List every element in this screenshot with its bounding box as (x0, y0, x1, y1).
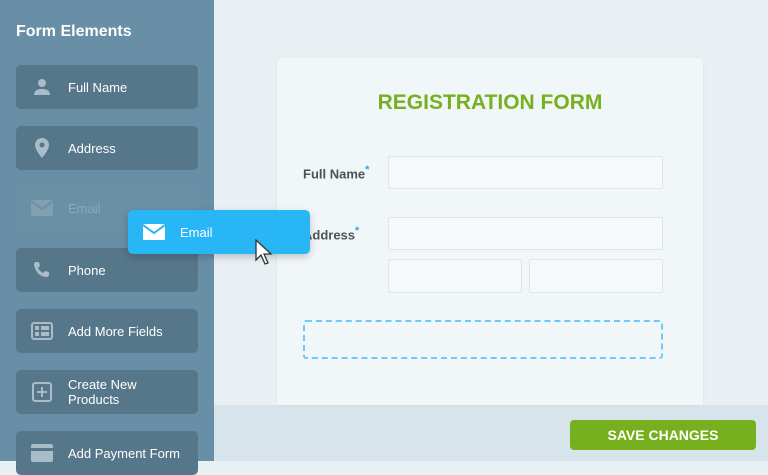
fields-icon (16, 322, 68, 340)
sidebar-item-label: Create New Products (68, 377, 137, 407)
dragged-email-element[interactable]: Email (128, 210, 310, 254)
sidebar-item-add-payment-form[interactable]: Add Payment Form (16, 431, 198, 475)
address-line-input[interactable] (388, 217, 663, 250)
form-canvas: REGISTRATION FORM Full Name* Address* (277, 58, 703, 405)
sidebar-item-create-new-products[interactable]: Create New Products (16, 370, 198, 414)
envelope-icon (128, 224, 180, 240)
required-mark: * (355, 225, 360, 237)
sidebar-item-label: Email (68, 200, 101, 216)
sidebar-item-label: Address (68, 140, 116, 156)
form-title: REGISTRATION FORM (377, 91, 603, 114)
sidebar-item-label: Add Payment Form (68, 445, 180, 461)
plus-square-icon (16, 382, 68, 402)
pointer-cursor-icon (255, 238, 275, 272)
dragged-label: Email (180, 224, 213, 240)
person-icon (16, 78, 68, 96)
label-text: Address (303, 227, 356, 243)
sidebar-item-label: Phone (68, 262, 106, 278)
phone-icon (16, 261, 68, 279)
sidebar-item-label: Add More Fields (68, 323, 163, 339)
address-label: Address* (303, 225, 359, 242)
sidebar-title: Form Elements (16, 23, 132, 40)
full-name-input[interactable] (388, 156, 663, 189)
save-changes-button[interactable]: SAVE CHANGES (570, 420, 756, 450)
sidebar-item-address[interactable]: Address (16, 126, 198, 170)
envelope-icon (16, 200, 68, 216)
map-pin-icon (16, 138, 68, 158)
address-zip-input[interactable] (529, 259, 663, 293)
sidebar-item-phone[interactable]: Phone (16, 248, 198, 292)
label-text: Full Name (303, 166, 366, 182)
drop-zone[interactable] (303, 320, 663, 359)
card-icon (16, 444, 68, 462)
full-name-label: Full Name* (303, 164, 369, 181)
address-city-input[interactable] (388, 259, 522, 293)
sidebar-item-add-more-fields[interactable]: Add More Fields (16, 309, 198, 353)
required-mark: * (365, 164, 370, 176)
sidebar-item-label: Full Name (68, 79, 128, 95)
sidebar-item-full-name[interactable]: Full Name (16, 65, 198, 109)
